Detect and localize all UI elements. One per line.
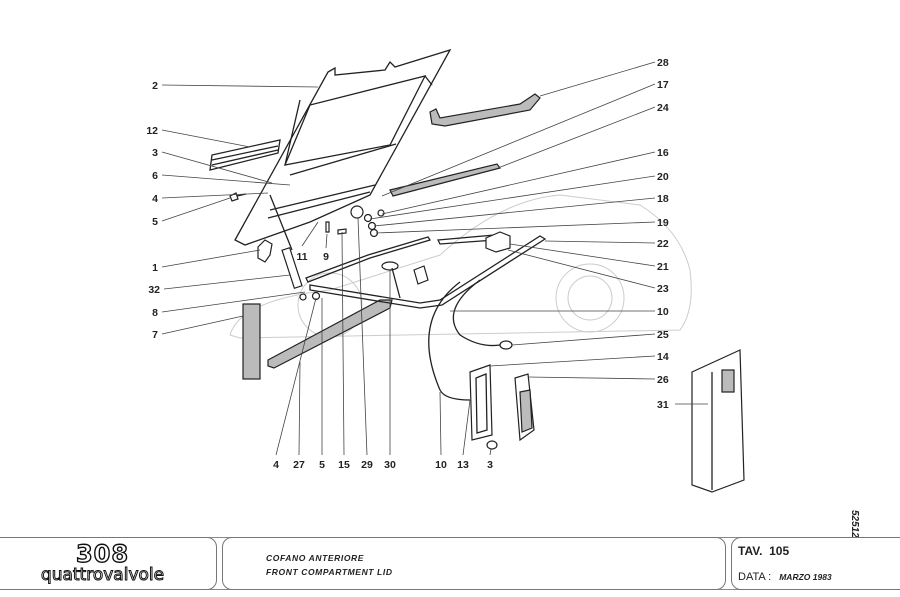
gas-strut-part <box>269 194 321 301</box>
callout-label: 3 <box>487 459 493 471</box>
title-box: COFANO ANTERIORE FRONT COMPARTMENT LID <box>222 537 726 590</box>
callout-label: 30 <box>384 459 396 471</box>
callout-label: 25 <box>657 329 669 341</box>
callout-label: 7 <box>152 329 158 341</box>
front-lid-part <box>234 48 452 246</box>
callout-label: 19 <box>657 217 669 229</box>
callout-label: 32 <box>148 284 160 296</box>
callout-label: 21 <box>657 261 669 273</box>
striker-part <box>381 261 429 299</box>
callout-label: 5 <box>319 459 325 471</box>
callout-label: 18 <box>657 193 669 205</box>
seal-27-part <box>267 299 393 369</box>
callout-label: 26 <box>657 374 669 386</box>
callout-label: 11 <box>296 251 307 263</box>
callout-label: 12 <box>146 125 158 137</box>
callout-label: 16 <box>657 147 669 159</box>
title-english: FRONT COMPARTMENT LID <box>266 567 393 577</box>
date-row: DATA : MARZO 1983 <box>738 571 832 583</box>
leader-lines <box>161 61 708 456</box>
date-value: MARZO 1983 <box>779 572 832 582</box>
callout-label: 24 <box>657 102 669 114</box>
tav-number: 105 <box>769 544 790 558</box>
release-handle-part <box>469 364 535 450</box>
callout-label: 2 <box>152 80 158 92</box>
callout-label: 31 <box>657 399 669 411</box>
callout-label: 14 <box>657 351 669 363</box>
callout-labels-bottom: 4 27 5 15 29 30 10 13 3 11 9 <box>273 251 493 471</box>
callout-label: 23 <box>657 283 669 295</box>
callout-label: 22 <box>657 238 669 250</box>
callout-label: 10 <box>435 459 447 471</box>
callout-label: 4 <box>152 193 158 205</box>
callout-label: 3 <box>152 147 158 159</box>
callout-label: 5 <box>152 216 158 228</box>
callout-label: 15 <box>338 459 350 471</box>
callout-label: 9 <box>323 251 329 263</box>
latch-assembly-part <box>325 205 385 238</box>
reference-box: TAV. 105 DATA : MARZO 1983 <box>731 537 900 590</box>
release-cable-part <box>428 279 513 401</box>
tav-reference: TAV. 105 <box>738 544 789 558</box>
callout-labels-right: 28 17 24 16 20 18 19 22 21 23 10 25 14 2… <box>657 57 669 411</box>
callout-labels-left: 2 12 3 6 4 5 1 32 8 7 <box>146 80 160 341</box>
callout-label: 6 <box>152 170 158 182</box>
tav-label: TAV. <box>738 544 763 558</box>
logo-box: 308 quattrovalvole <box>0 537 217 590</box>
seal-7-part <box>242 303 261 380</box>
callout-label: 28 <box>657 57 669 69</box>
title-italian: COFANO ANTERIORE <box>266 553 365 563</box>
hinge-part <box>257 239 273 263</box>
logo-text: quattrovalvole <box>40 565 165 586</box>
callout-label: 4 <box>273 459 279 471</box>
callout-label: 27 <box>293 459 305 471</box>
lock-part <box>485 231 511 253</box>
seal-28-part <box>429 93 541 127</box>
side-panel-part <box>691 349 745 493</box>
logo-number: 308 <box>75 539 130 568</box>
callout-label: 20 <box>657 171 669 183</box>
date-label: DATA : <box>738 571 772 583</box>
callout-label: 29 <box>361 459 373 471</box>
callout-label: 8 <box>152 307 158 319</box>
callout-label: 13 <box>457 459 469 471</box>
callout-label: 10 <box>657 306 669 318</box>
car-outline <box>229 194 692 339</box>
callout-label: 1 <box>152 262 158 274</box>
drawing-code: 52512 <box>849 510 860 538</box>
callout-label: 17 <box>657 79 669 91</box>
seal-24-part <box>389 163 502 197</box>
vent-grille-part <box>209 139 281 171</box>
